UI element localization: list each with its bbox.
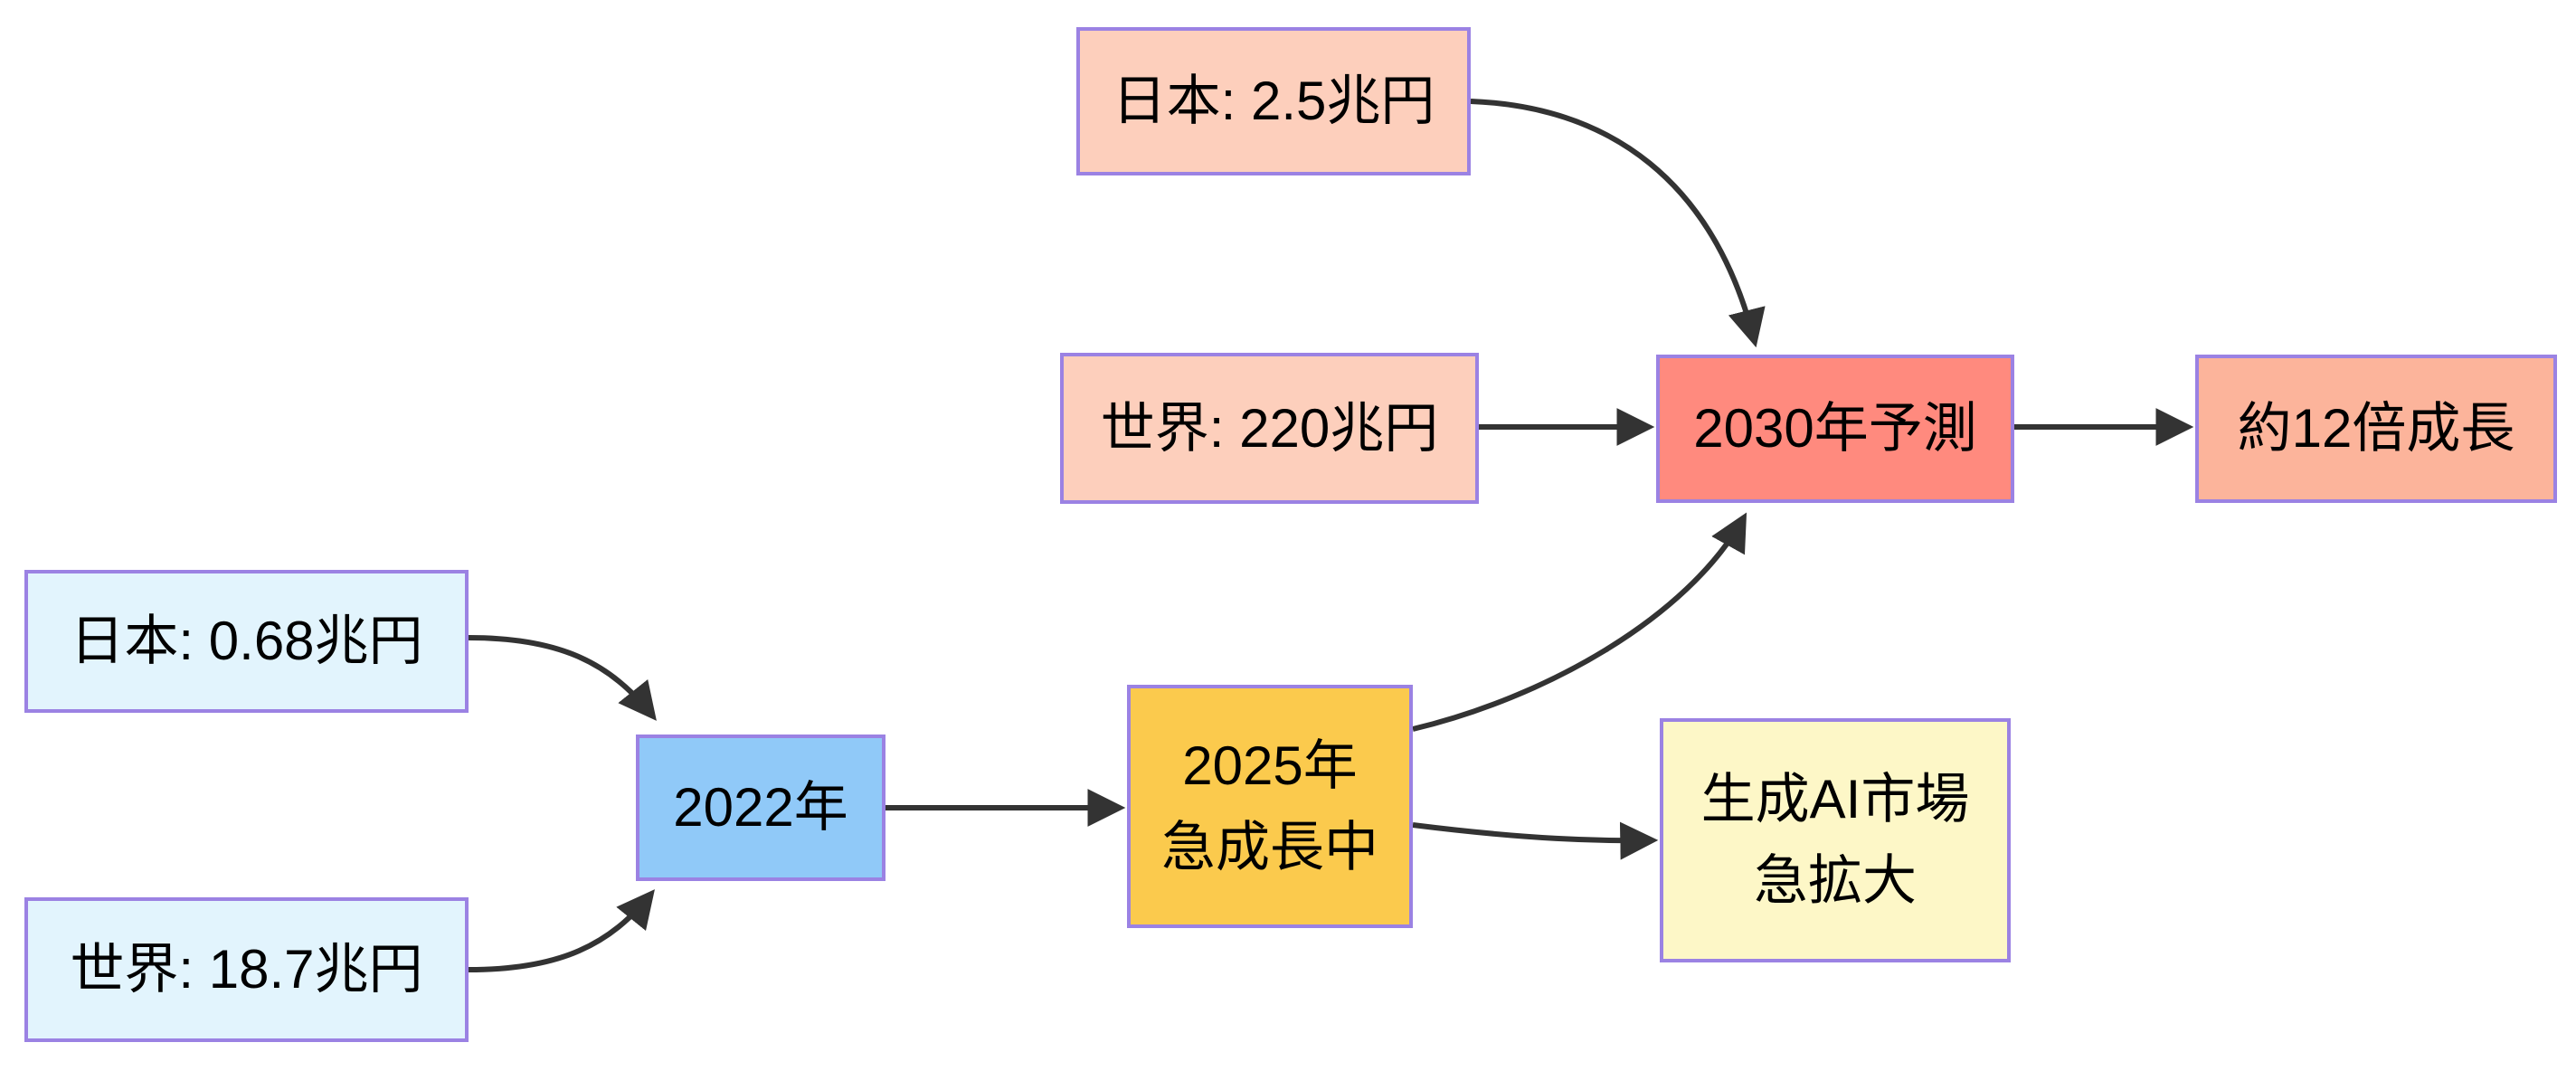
node-world-2030: 世界: 220兆円: [1060, 353, 1479, 504]
node-label: 2022年: [673, 777, 848, 838]
node-label: 2030年予測: [1693, 398, 1977, 459]
node-label-line2: 急成長中: [1161, 816, 1378, 877]
node-label: 世界: 18.7兆円: [70, 939, 423, 1000]
edge-world2022-year2022: [468, 889, 655, 972]
node-label: 日本: 2.5兆円: [1112, 71, 1435, 131]
edge-japan2030-forecast2030: [1470, 99, 1766, 348]
edge-year2025-forecast2030: [1412, 512, 1747, 732]
node-genai-market: 生成AI市場 急拡大: [1660, 718, 2011, 962]
node-forecast-2030: 2030年予測: [1656, 355, 2014, 503]
node-label-line2: 急拡大: [1754, 850, 1917, 911]
node-year-2022: 2022年: [636, 735, 886, 881]
node-year-2025: 2025年 急成長中: [1127, 685, 1413, 928]
edge-year2025-genai: [1412, 821, 1659, 860]
node-label: 世界: 220兆円: [1100, 397, 1439, 459]
node-label: 日本: 0.68兆円: [70, 611, 423, 671]
node-japan-2022: 日本: 0.68兆円: [24, 570, 469, 713]
edge-japan2022-year2022: [468, 635, 657, 721]
node-japan-2030: 日本: 2.5兆円: [1076, 27, 1471, 175]
node-world-2022: 世界: 18.7兆円: [24, 897, 469, 1042]
node-label: 約12倍成長: [2237, 398, 2515, 459]
node-label-line1: 2025年: [1182, 735, 1358, 796]
node-label-line1: 生成AI市場: [1700, 769, 1970, 829]
node-growth-12x: 約12倍成長: [2195, 355, 2557, 503]
